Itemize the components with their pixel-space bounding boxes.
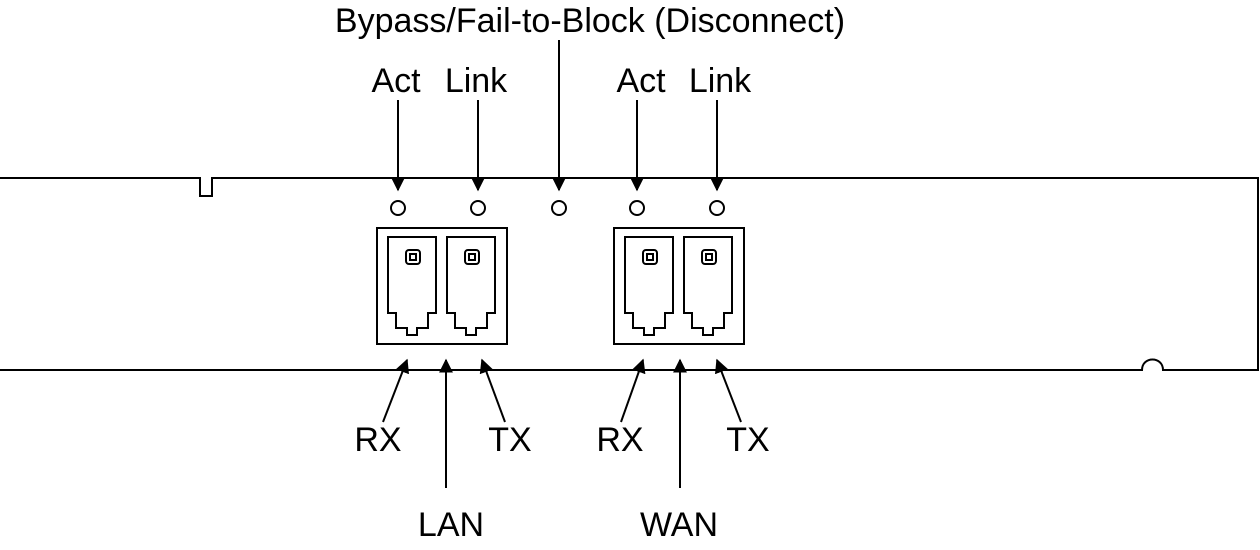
lan-rx-arrow [382, 358, 409, 423]
lan-link-led [470, 200, 486, 216]
bypass-label: Bypass/Fail-to-Block (Disconnect) [334, 2, 846, 40]
wan-label: WAN [639, 506, 719, 544]
lan-label: LAN [417, 506, 485, 544]
lan-tx-socket [446, 236, 496, 336]
wan-tx-label: TX [726, 421, 770, 459]
lan-act-label: Act [371, 62, 421, 100]
wan-port [613, 227, 745, 345]
bypass-led [551, 200, 567, 216]
wan-rx-label: RX [596, 421, 644, 459]
lan-rx-socket [387, 236, 437, 336]
lan-act-led [390, 200, 406, 216]
wan-link-led [709, 200, 725, 216]
wan-tx-arrow [715, 358, 742, 423]
lan-rx-label: RX [354, 421, 402, 459]
lan-tx-label: TX [488, 421, 532, 459]
wan-rx-arrow [620, 358, 646, 423]
wan-link-label: Link [688, 62, 752, 100]
wan-act-led [629, 200, 645, 216]
wan-tx-socket [683, 236, 733, 336]
lan-link-label: Link [444, 62, 508, 100]
lan-tx-arrow [479, 358, 506, 423]
wan-act-label: Act [616, 62, 666, 100]
module-outline [0, 177, 1259, 371]
wan-rx-socket [624, 236, 674, 336]
lan-port [376, 227, 508, 345]
